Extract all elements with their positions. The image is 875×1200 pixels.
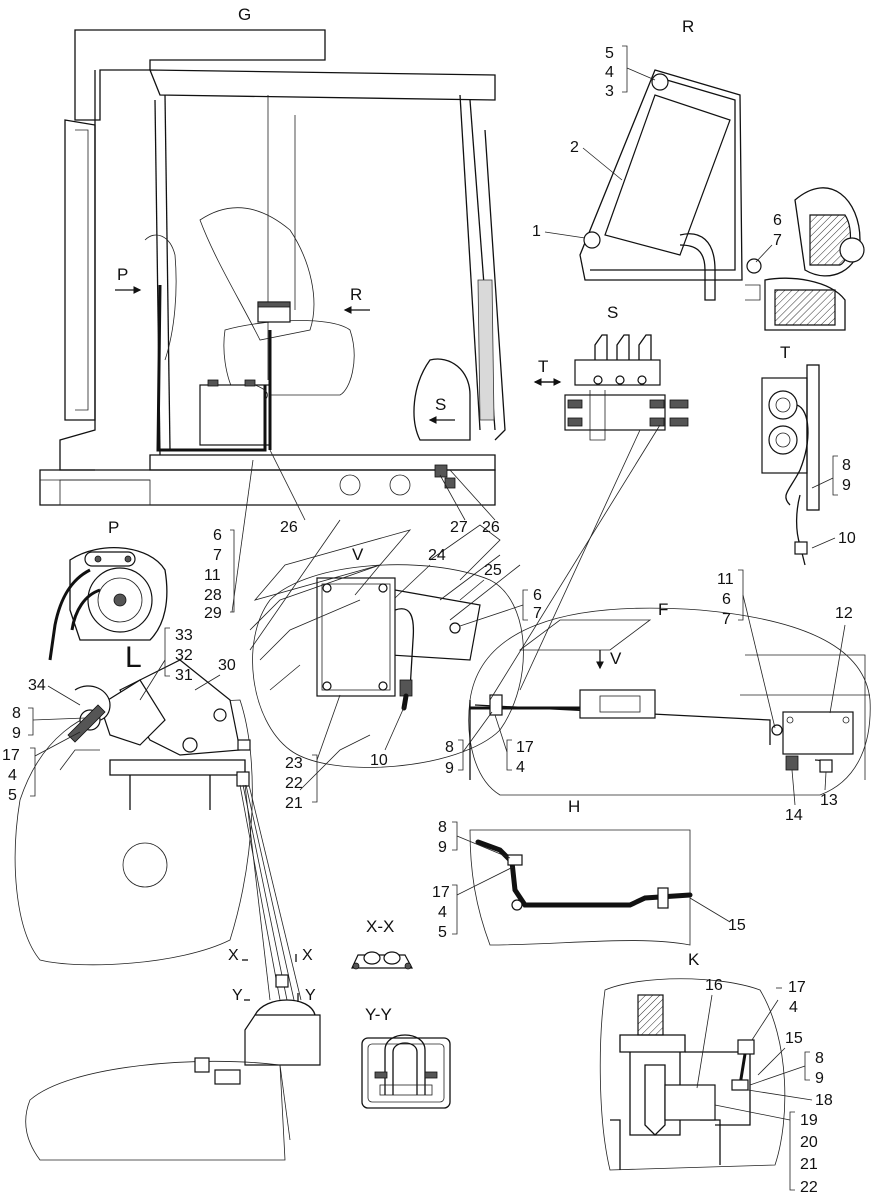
view-label-t: T — [780, 343, 790, 362]
arrow-label-r: R — [350, 285, 362, 304]
view-label-f: F — [658, 600, 668, 619]
callout-22: 22 — [800, 1179, 818, 1196]
callout-6: 6 — [722, 591, 731, 608]
callout-34: 34 — [28, 677, 46, 694]
callout-7: 7 — [213, 547, 222, 564]
callout-32: 32 — [175, 647, 193, 664]
callout-17: 17 — [432, 884, 450, 901]
section-x-x: X-X — [351, 917, 414, 970]
callout-15: 15 — [785, 1030, 803, 1047]
callout-15: 15 — [728, 917, 746, 934]
callout-9: 9 — [445, 760, 454, 777]
callout-10: 10 — [370, 752, 388, 769]
view-label-l: L — [125, 641, 142, 674]
component-view-k: K 16 17 4 15 8 9 18 19 20 21 22 — [599, 950, 833, 1196]
view-label-x-x: X-X — [366, 917, 394, 936]
callout-33: 33 — [175, 627, 193, 644]
callout-17: 17 — [516, 739, 534, 756]
callout-8: 8 — [438, 819, 447, 836]
callout-8: 8 — [445, 739, 454, 756]
callout-6: 6 — [773, 212, 782, 229]
callout-5: 5 — [8, 787, 17, 804]
callout-2: 2 — [570, 139, 579, 156]
section-mark-x: X — [228, 947, 239, 964]
callout-1: 1 — [532, 223, 541, 240]
callout-17: 17 — [788, 979, 806, 996]
cable-view-h: H 8 9 17 4 5 15 — [432, 797, 746, 946]
callout-20: 20 — [800, 1134, 818, 1151]
projection-lines — [249, 424, 661, 701]
callout-6: 6 — [213, 527, 222, 544]
callout-28: 28 — [204, 587, 222, 604]
arrow-label-s: S — [435, 395, 446, 414]
callout-21: 21 — [285, 795, 303, 812]
view-label-y-y: Y-Y — [365, 1005, 392, 1024]
callout-6: 6 — [533, 587, 542, 604]
callout-8: 8 — [842, 457, 851, 474]
callout-12: 12 — [835, 605, 853, 622]
control-lever-assembly: X X Y Y 33 32 31 30 34 8 9 17 4 5 — [2, 627, 321, 1161]
callout-7: 7 — [773, 232, 782, 249]
callout-31: 31 — [175, 667, 193, 684]
callout-22: 22 — [285, 775, 303, 792]
callout-4: 4 — [516, 759, 525, 776]
callout-23: 23 — [285, 755, 303, 772]
arrow-label-t: T — [538, 357, 548, 376]
callout-27: 27 — [450, 519, 468, 536]
view-label-h: H — [568, 797, 580, 816]
arrow-label-v: V — [610, 649, 622, 668]
callout-4: 4 — [789, 999, 798, 1016]
callout-29: 29 — [204, 605, 222, 622]
view-label-g: G — [238, 5, 251, 24]
callout-19: 19 — [800, 1112, 818, 1129]
mount-view-v: V 24 25 6 7 10 23 22 21 — [249, 524, 542, 812]
callout-13: 13 — [820, 792, 838, 809]
callout-5: 5 — [605, 45, 614, 62]
callout-14: 14 — [785, 807, 803, 824]
frame-view-f: F V 11 6 7 12 8 9 17 4 14 — [445, 569, 871, 824]
section-mark-y: Y — [305, 987, 316, 1004]
callout-25: 25 — [484, 562, 502, 579]
view-label-r: R — [682, 17, 694, 36]
section-y-y: Y-Y — [361, 1005, 451, 1109]
callout-8: 8 — [815, 1050, 824, 1067]
switch-view-s: S T — [533, 303, 689, 441]
callout-3: 3 — [605, 83, 614, 100]
callout-17: 17 — [2, 747, 20, 764]
cabin-view-g: G — [39, 5, 506, 622]
callout-8: 8 — [12, 705, 21, 722]
connector-view-t: T 8 9 10 — [761, 343, 856, 566]
section-mark-y: Y — [232, 987, 243, 1004]
callout-10: 10 — [838, 530, 856, 547]
callout-9: 9 — [815, 1070, 824, 1087]
callout-5: 5 — [438, 924, 447, 941]
view-label-v: V — [352, 545, 364, 564]
callout-21: 21 — [800, 1156, 818, 1173]
callout-16: 16 — [705, 977, 723, 994]
callout-4: 4 — [605, 64, 614, 81]
callout-30: 30 — [218, 657, 236, 674]
callout-9: 9 — [842, 477, 851, 494]
view-label-k: K — [688, 950, 700, 969]
callout-26: 26 — [482, 519, 500, 536]
callout-7: 7 — [533, 605, 542, 622]
callout-18: 18 — [815, 1092, 833, 1109]
callout-9: 9 — [438, 839, 447, 856]
section-mark-x: X — [302, 947, 313, 964]
callout-7: 7 — [722, 611, 731, 628]
bracket-view-r: R 5 4 3 2 1 6 7 — [532, 17, 865, 331]
callout-11: 11 — [717, 571, 734, 588]
callout-26: 26 — [280, 519, 298, 536]
detail-view-p: P L — [48, 518, 168, 674]
callout-24: 24 — [428, 547, 446, 564]
callout-9: 9 — [12, 725, 21, 742]
callout-4: 4 — [8, 767, 17, 784]
arrow-label-p: P — [117, 265, 128, 284]
view-label-s: S — [607, 303, 618, 322]
callout-11: 11 — [204, 567, 221, 584]
callout-4: 4 — [438, 904, 447, 921]
view-label-p: P — [108, 518, 119, 537]
